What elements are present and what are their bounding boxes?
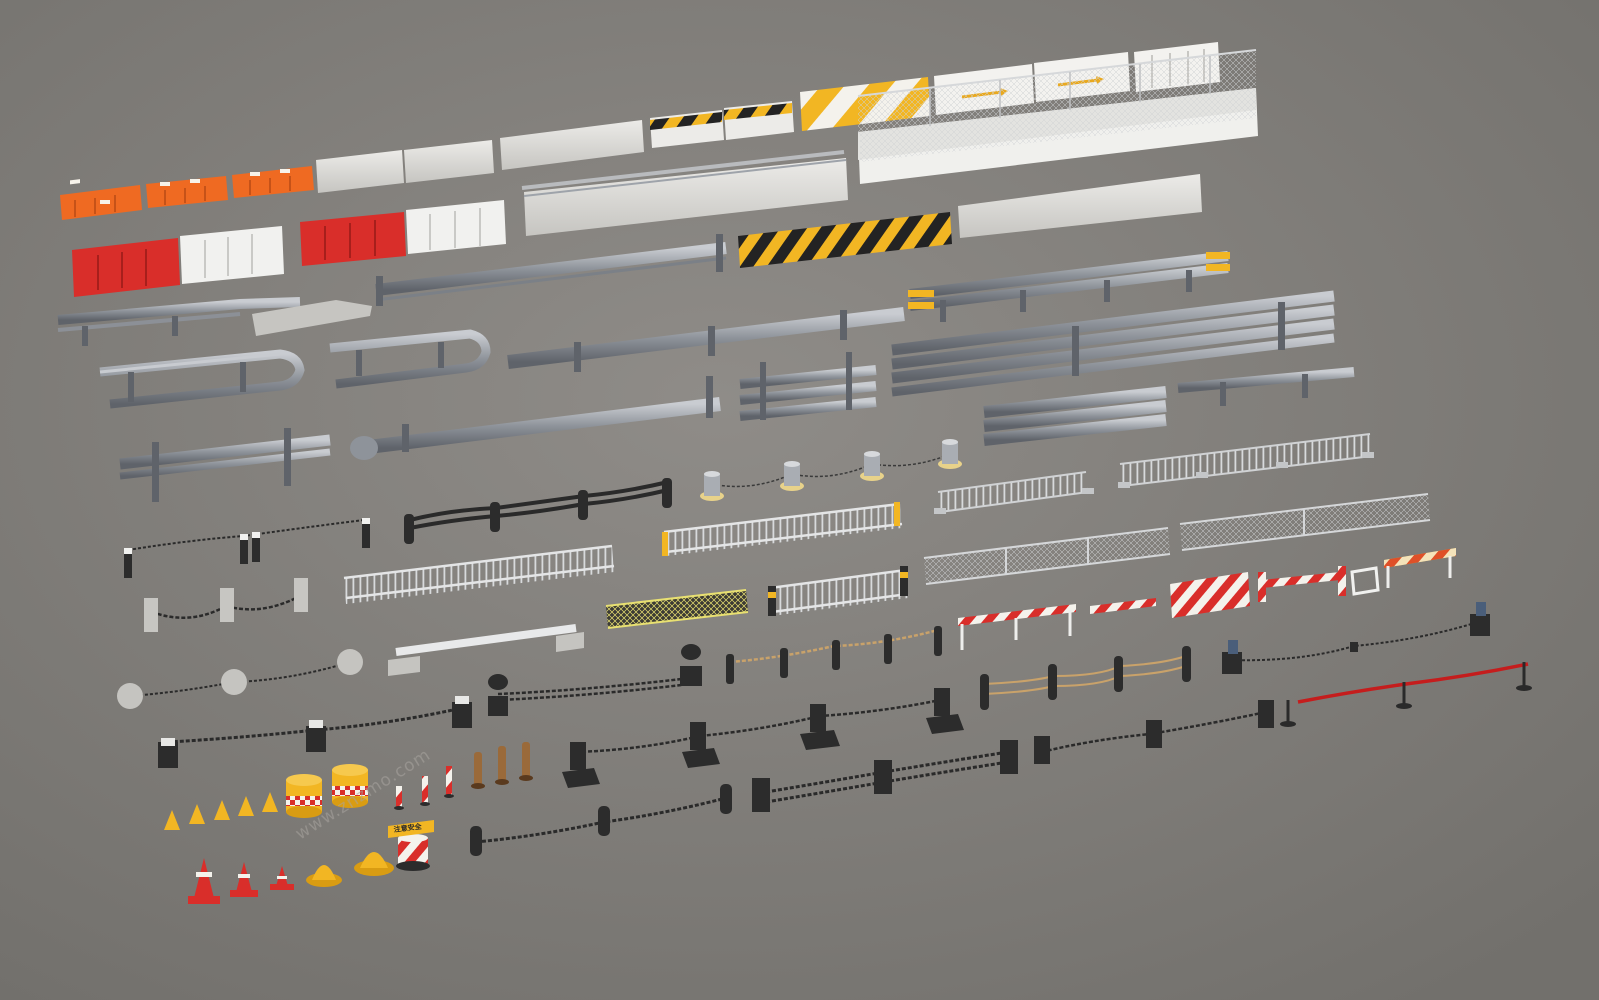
- striped-concrete-barriers: [650, 101, 794, 148]
- guardrail-with-round-end: [350, 376, 721, 460]
- copper-bollard-posts: [471, 742, 533, 789]
- temporary-mesh-fence-panels: [923, 493, 1431, 585]
- metal-pedestrian-fences-row-a: [934, 433, 1374, 514]
- guardrail-long-top: [375, 234, 727, 306]
- black-post-rope-barrier: [404, 478, 672, 544]
- small-yellow-cones: [164, 792, 278, 830]
- guardrail-bottom-left: [119, 428, 331, 502]
- red-white-water-barriers-right: [300, 200, 506, 266]
- short-double-guardrail: [739, 352, 877, 421]
- rope-post-barrier-tan: [726, 626, 942, 684]
- long-white-concrete-barrier: [958, 174, 1202, 238]
- guardrail-section: [57, 234, 1355, 502]
- concrete-jersey-barriers: [316, 120, 644, 193]
- orange-plastic-fence-barriers: [60, 166, 314, 220]
- crash-barrels: [286, 764, 368, 818]
- concrete-barrier-with-rail: [521, 150, 848, 236]
- light-box-chain-barrier: [158, 696, 472, 768]
- arched-railing-fences: [343, 502, 903, 604]
- concrete-base-rail-barrier: [388, 624, 584, 676]
- yellow-rubber-bollard-bases: [306, 852, 394, 887]
- guardrail-centre: [507, 307, 905, 372]
- pyramid-base-chain-barrier: [562, 688, 964, 788]
- triple-guardrail-stack: [891, 290, 1335, 397]
- stone-ball-chain-barrier: [117, 649, 363, 709]
- cast-iron-bollard-chain: [470, 784, 732, 856]
- lantern-post-chain-barrier: [1222, 602, 1490, 674]
- thrie-beam-stack: [983, 386, 1167, 446]
- red-traffic-cones: [188, 858, 294, 904]
- rope-post-barrier-double: [980, 646, 1191, 710]
- small-chain-post-barrier: [124, 518, 370, 578]
- curved-end-guardrail-left: [99, 349, 305, 409]
- short-guardrail-right: [1177, 367, 1355, 406]
- red-velvet-rope-stanchions: [1280, 662, 1532, 727]
- red-white-barrier-gates: [958, 548, 1456, 650]
- heavy-cast-bollard-chain: [488, 644, 702, 716]
- concrete-wall-with-mesh-fence: [857, 49, 1258, 184]
- yellow-mesh-panels: [605, 589, 749, 629]
- row-second-barriers: [72, 49, 1258, 297]
- red-white-delineator-posts: [394, 766, 454, 810]
- rail-fence-yellow-posts: [768, 566, 909, 616]
- guardrail-with-end-ramp: [57, 297, 372, 346]
- heavy-block-double-chain-barrier: [752, 740, 1018, 812]
- warning-sign-label: 注意安全: [393, 822, 423, 834]
- black-yellow-striped-barrier: [738, 212, 952, 268]
- guardrail-yellow-ends: [908, 251, 1230, 322]
- yellow-base-bollards-with-chain: [700, 439, 962, 501]
- red-white-water-barriers-left: [72, 226, 284, 297]
- striped-drum-with-sign: 注意安全: [388, 820, 434, 871]
- curved-end-guardrail-mid: [329, 329, 491, 389]
- cube-block-chain-barrier: [1034, 700, 1274, 764]
- concrete-post-chain-barrier: [144, 578, 308, 632]
